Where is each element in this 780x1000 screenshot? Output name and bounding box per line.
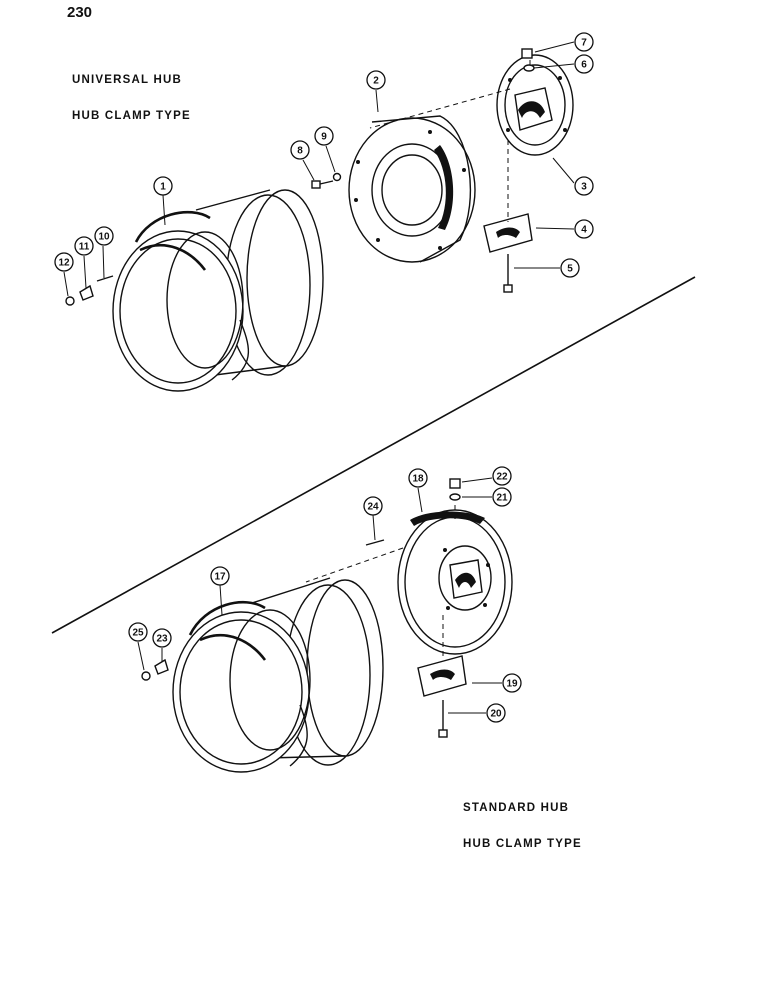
- callout-25-label: 25: [132, 628, 144, 639]
- upper-caption-line2: HUB CLAMP TYPE: [72, 110, 191, 122]
- callout-10: 10: [94, 226, 114, 246]
- callout-3-label: 3: [581, 182, 587, 193]
- lower-hub-washer: [449, 493, 461, 501]
- callout-17-label: 17: [214, 572, 226, 583]
- section-divider-line: [51, 276, 696, 634]
- callout-20: 20: [486, 703, 506, 723]
- lower-assembly-centerline: [305, 547, 404, 583]
- lower-caption-line2: HUB CLAMP TYPE: [463, 838, 582, 850]
- upper-hub-ring: [348, 115, 476, 263]
- callout-21-label: 21: [496, 493, 508, 504]
- upper-hub-washer: [523, 64, 535, 72]
- callout-8: 8: [290, 140, 310, 160]
- upper-hub-nut: [521, 48, 533, 59]
- callout-7-label: 7: [581, 38, 587, 49]
- callout-21: 21: [492, 487, 512, 507]
- lower-wheel-rim: [172, 577, 384, 773]
- callout-2: 2: [366, 70, 386, 90]
- callout-22: 22: [492, 466, 512, 486]
- callout-2-label: 2: [373, 76, 379, 87]
- callout-18-label: 18: [412, 474, 424, 485]
- callout-23: 23: [152, 628, 172, 648]
- upper-hub: [496, 54, 574, 156]
- lower-caption-line1: STANDARD HUB: [463, 802, 570, 814]
- upper-rim-nut: [65, 296, 75, 306]
- upper-wheel-rim: [112, 189, 324, 392]
- callout-10-label: 10: [98, 232, 110, 243]
- lower-rim-stud: [365, 539, 385, 546]
- callout-25: 25: [128, 622, 148, 642]
- upper-caption-line1: UNIVERSAL HUB: [72, 74, 182, 86]
- callout-24-label: 24: [367, 502, 379, 513]
- callout-4-label: 4: [581, 225, 587, 236]
- upper-clamp-bolt: [503, 254, 513, 293]
- callout-1: 1: [153, 176, 173, 196]
- lower-clamp-bolt: [438, 700, 448, 738]
- callout-6: 6: [574, 54, 594, 74]
- callout-12: 12: [54, 252, 74, 272]
- callout-19: 19: [502, 673, 522, 693]
- upper-clamp: [483, 213, 533, 253]
- callout-7: 7: [574, 32, 594, 52]
- leader-lines: [63, 41, 575, 714]
- callout-8-label: 8: [297, 146, 303, 157]
- callout-18: 18: [408, 468, 428, 488]
- callout-20-label: 20: [490, 709, 502, 720]
- callout-1-label: 1: [160, 182, 166, 193]
- lower-wheel-disc: [397, 509, 513, 655]
- upper-rim-stud: [96, 275, 114, 282]
- upper-ring-nut: [332, 172, 342, 182]
- page-number: 230: [67, 4, 93, 21]
- callout-24: 24: [363, 496, 383, 516]
- callout-3: 3: [574, 176, 594, 196]
- callout-5-label: 5: [567, 264, 573, 275]
- callout-23-label: 23: [156, 634, 168, 645]
- callout-4: 4: [574, 219, 594, 239]
- callout-6-label: 6: [581, 60, 587, 71]
- lower-rim-nut: [141, 671, 151, 681]
- upper-ring-bolt: [311, 180, 334, 189]
- callout-5: 5: [560, 258, 580, 278]
- lower-rim-clamp: [154, 658, 169, 675]
- lower-hub-nut: [449, 478, 461, 489]
- callout-22-label: 22: [496, 472, 508, 483]
- callout-19-label: 19: [506, 679, 518, 690]
- lower-clamp: [417, 655, 467, 697]
- callout-9-label: 9: [321, 132, 327, 143]
- callout-11: 11: [74, 236, 94, 256]
- upper-assembly-centerline: [369, 88, 511, 129]
- callout-9: 9: [314, 126, 334, 146]
- callout-12-label: 12: [58, 258, 70, 269]
- callout-11-label: 11: [79, 242, 90, 253]
- upper-rim-clamp: [79, 284, 94, 301]
- callout-17: 17: [210, 566, 230, 586]
